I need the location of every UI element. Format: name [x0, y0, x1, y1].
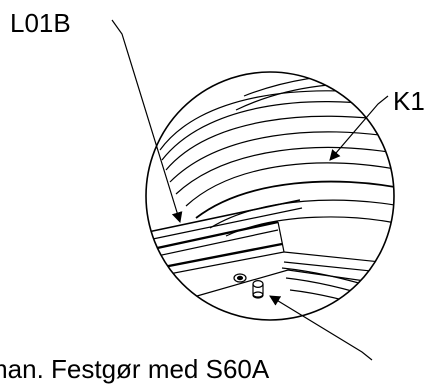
- magnifier-circle: [145, 71, 395, 321]
- callout-l01b: L01B: [10, 8, 71, 38]
- detail-drawing: L01B K1 man. Festgør med S60A: [0, 8, 425, 382]
- leader-l01b: [111, 19, 183, 224]
- callout-k1: K1: [393, 86, 425, 116]
- callout-fastener: man. Festgør med S60A: [0, 354, 270, 384]
- leader-k1: [329, 95, 389, 161]
- leader-bottom: [269, 295, 373, 361]
- detail-drawing-svg: [111, 19, 395, 361]
